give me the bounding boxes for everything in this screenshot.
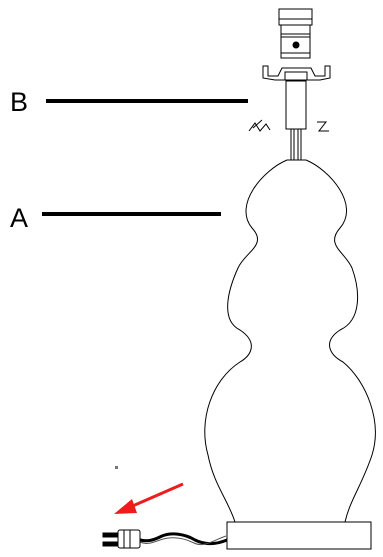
speck [115,466,118,469]
power-cord [139,532,228,546]
wire-nut-scribble-icon [248,119,329,132]
part-label-a: A [10,203,29,233]
part-label-b: B [10,87,29,117]
power-cord-twist [139,535,227,546]
red-arrow-icon [114,482,184,514]
lamp-body [204,159,376,523]
lamp-base [226,521,372,550]
plug-icon [102,529,141,549]
lamp-neck-rod [285,80,307,161]
lamp-socket-icon [262,8,331,81]
